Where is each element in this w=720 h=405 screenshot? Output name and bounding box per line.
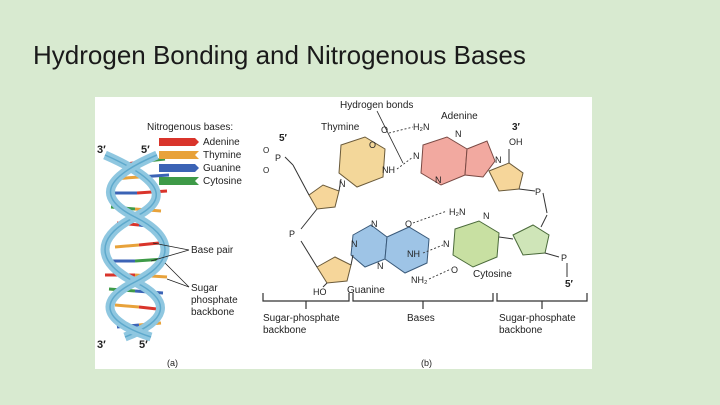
thymine-o-right: O [369, 140, 376, 150]
sugar-left-top [308, 184, 340, 210]
adenine-swatch [159, 138, 199, 146]
sugar-right-bottom [512, 224, 550, 256]
end-3-top: 3′ [512, 122, 521, 133]
phosphate-top-right: P [535, 187, 541, 197]
bracket-left-line2: backbone [263, 325, 307, 336]
backbone-label-line1: Sugar [191, 283, 218, 294]
bracket-right-line2: backbone [499, 325, 543, 336]
guanine-o: O [405, 219, 412, 229]
legend-label: Cytosine [203, 176, 242, 187]
thymine-swatch [159, 151, 199, 159]
hbonds-middle [412, 210, 452, 280]
bracket-left-line1: Sugar-phosphate [263, 313, 340, 324]
thymine-n: N [339, 179, 346, 189]
sugar-right-top [488, 162, 524, 192]
base-pair-label: Base pair [191, 245, 234, 256]
legend-adenine: Adenine [159, 137, 240, 148]
backbone-label-line3: backbone [191, 307, 235, 318]
helix-end-bottom-right: 5′ [139, 339, 148, 351]
cytosine-label: Cytosine [473, 269, 512, 280]
thymine-o-top: O [381, 125, 388, 135]
adenine-n-bottom: N [435, 175, 442, 185]
adenine-ring [420, 136, 468, 186]
caption-b: (b) [421, 358, 432, 368]
adenine-label: Adenine [441, 111, 478, 122]
backbone-pointers [164, 262, 190, 288]
thymine-ring [338, 136, 386, 188]
adenine-h2n: H₂N [413, 122, 430, 132]
legend-thymine: Thymine [159, 150, 242, 161]
guanine-nh2: NH₂ [411, 275, 428, 285]
end-5-top: 5′ [279, 133, 288, 144]
bracket-right-line1: Sugar-phosphate [499, 313, 576, 324]
legend-guanine: Guanine [159, 163, 241, 174]
right-backbone-bottom [498, 214, 568, 277]
adenine-n-left: N [413, 151, 420, 161]
phosphate-top-left-o2: O [263, 166, 269, 175]
atom-ho: HO [313, 287, 327, 297]
cytosine-h2n: H₂N [449, 207, 466, 217]
backbone-label-line2: phosphate [191, 295, 238, 306]
hbonds-top [388, 126, 414, 170]
cytosine-o: O [451, 265, 458, 275]
base-pair-pointers [150, 242, 190, 262]
section-brackets [262, 293, 588, 309]
guanine-ring [384, 226, 430, 274]
cytosine-n-top: N [483, 211, 490, 221]
legend-cytosine: Cytosine [159, 176, 242, 187]
adenine-n-right: N [495, 155, 502, 165]
phosphate-bottom-left: P [289, 229, 295, 239]
legend-label: Adenine [203, 137, 240, 148]
guanine-n-bottom: N [377, 261, 384, 271]
panel-a-helix [100, 150, 170, 342]
adenine-ring-5 [464, 140, 496, 178]
phosphate-top-left-o: O [263, 146, 269, 155]
thymine-label: Thymine [321, 122, 360, 133]
left-backbone-bottom [300, 208, 354, 288]
caption-a: (a) [167, 358, 178, 368]
guanine-label: Guanine [347, 285, 385, 296]
end-5-bottom: 5′ [565, 279, 574, 290]
sugar-left-bottom [316, 256, 352, 284]
legend-label: Thymine [203, 150, 242, 161]
guanine-n-left: N [351, 239, 358, 249]
cytosine-n-left: N [443, 239, 450, 249]
thymine-nh: NH [382, 165, 395, 175]
guanine-n-top: N [371, 219, 378, 229]
dna-figure: 3′ 5′ 3′ 5′ Nitrogenous bases: Adenine T… [95, 97, 592, 369]
guanine-swatch [159, 164, 199, 172]
adenine-n-top: N [455, 129, 462, 139]
helix-end-top-left: 3′ [97, 144, 106, 156]
legend-label: Guanine [203, 163, 241, 174]
phosphate-bottom-right: P [561, 253, 567, 263]
slide-title: Hydrogen Bonding and Nitrogenous Bases [33, 40, 526, 70]
helix-end-bottom-left: 3′ [97, 339, 106, 351]
bracket-mid: Bases [407, 313, 435, 324]
hbond-pointer [376, 110, 404, 164]
guanine-nh: NH [407, 249, 420, 259]
hydrogen-bonds-label: Hydrogen bonds [340, 100, 413, 111]
cytosine-swatch [159, 177, 199, 185]
atom-oh: OH [509, 137, 523, 147]
left-backbone-top [284, 156, 342, 196]
right-backbone-top [508, 149, 548, 214]
phosphate-top-left: P [275, 153, 281, 163]
legend-title: Nitrogenous bases: [147, 122, 233, 133]
cytosine-ring [452, 220, 500, 268]
dna-figure-svg: 3′ 5′ 3′ 5′ Nitrogenous bases: Adenine T… [97, 100, 588, 368]
helix-end-top-right: 5′ [141, 144, 150, 156]
